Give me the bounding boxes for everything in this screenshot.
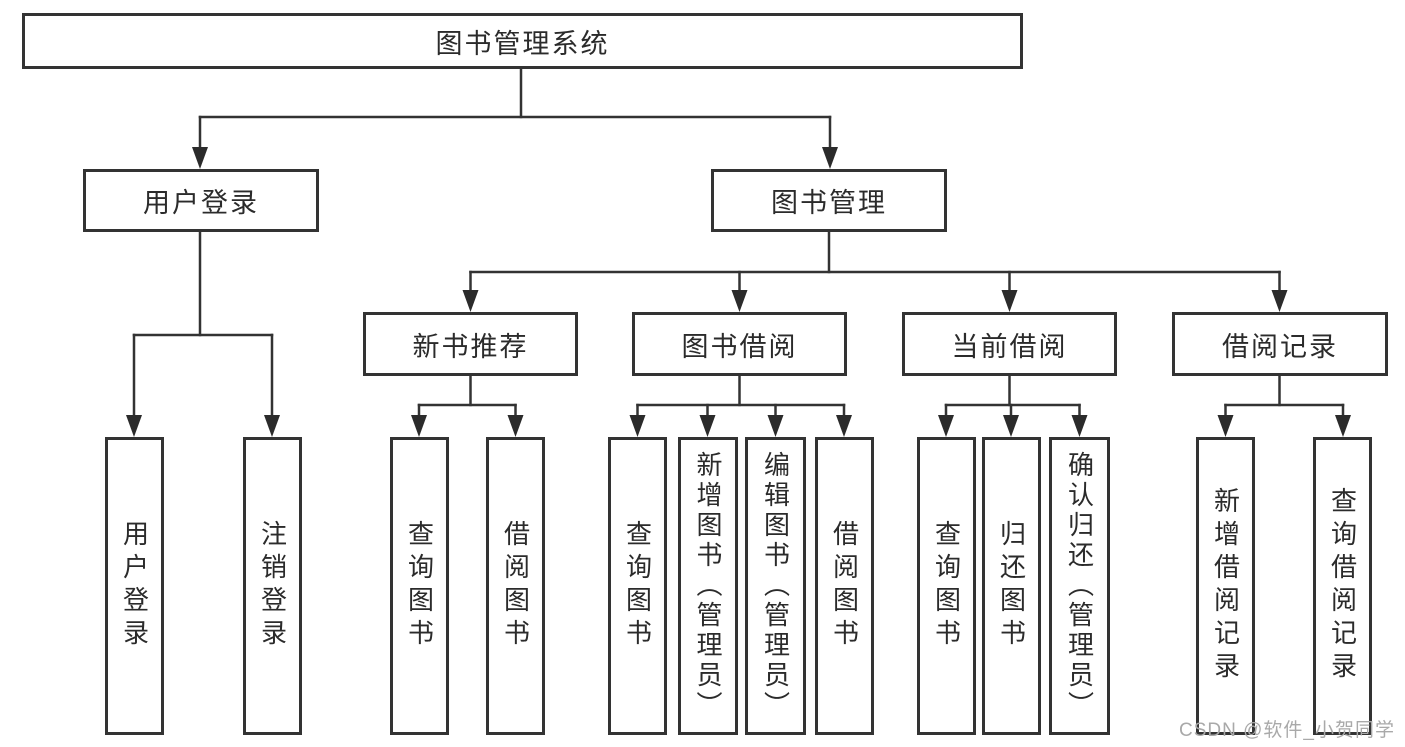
node-current-borrow-label: 当前借阅 bbox=[951, 331, 1068, 362]
node-user-login-label: 用户登录 bbox=[143, 188, 259, 218]
leaf-edit-books-admin-label: 编辑图书（管理员） bbox=[760, 451, 791, 721]
leaf-return-books-label: 归还图书 bbox=[996, 520, 1027, 652]
leaf-user-login: 用户登录 bbox=[105, 437, 164, 735]
leaf-logout: 注销登录 bbox=[243, 437, 302, 735]
leaf-edit-books-admin: 编辑图书（管理员） bbox=[745, 437, 806, 735]
leaf-borrow-query-books: 查询图书 bbox=[608, 437, 667, 735]
node-book-borrow-label: 图书借阅 bbox=[681, 331, 798, 362]
leaf-confirm-return-admin-label: 确认归还（管理员） bbox=[1064, 451, 1095, 721]
node-new-book-recommend: 新书推荐 bbox=[363, 312, 578, 376]
arrowheads bbox=[126, 147, 1351, 437]
leaf-return-books: 归还图书 bbox=[982, 437, 1041, 735]
node-book-management: 图书管理 bbox=[711, 169, 947, 232]
leaf-add-books-admin-label: 新增图书（管理员） bbox=[693, 451, 723, 721]
leaf-query-borrow-record: 查询借阅记录 bbox=[1313, 437, 1372, 735]
leaf-current-query-books-label: 查询图书 bbox=[931, 520, 962, 652]
node-root: 图书管理系统 bbox=[22, 13, 1023, 69]
csdn-watermark: CSDN @软件_小贺同学 bbox=[1179, 720, 1395, 741]
leaf-current-query-books: 查询图书 bbox=[917, 437, 976, 735]
leaf-borrow-query-books-label: 查询图书 bbox=[622, 520, 653, 652]
node-book-management-label: 图书管理 bbox=[771, 188, 887, 218]
node-new-book-recommend-label: 新书推荐 bbox=[412, 331, 529, 362]
leaf-logout-label: 注销登录 bbox=[257, 520, 288, 652]
node-borrow-records: 借阅记录 bbox=[1172, 312, 1388, 376]
node-book-borrow: 图书借阅 bbox=[632, 312, 847, 376]
node-borrow-records-label: 借阅记录 bbox=[1222, 331, 1338, 362]
leaf-add-borrow-record: 新增借阅记录 bbox=[1196, 437, 1255, 735]
leaf-recommend-borrow-books: 借阅图书 bbox=[486, 437, 545, 735]
leaf-borrow-books-label: 借阅图书 bbox=[829, 520, 860, 652]
leaf-recommend-borrow-books-label: 借阅图书 bbox=[500, 520, 531, 652]
node-root-label: 图书管理系统 bbox=[435, 28, 610, 59]
leaf-query-borrow-record-label: 查询借阅记录 bbox=[1327, 487, 1358, 685]
leaf-borrow-books: 借阅图书 bbox=[815, 437, 874, 735]
leaf-add-books-admin: 新增图书（管理员） bbox=[678, 437, 738, 735]
node-user-login: 用户登录 bbox=[83, 169, 319, 232]
leaf-recommend-query-books-label: 查询图书 bbox=[404, 520, 435, 652]
leaf-recommend-query-books: 查询图书 bbox=[390, 437, 449, 735]
leaf-add-borrow-record-label: 新增借阅记录 bbox=[1210, 487, 1241, 685]
leaf-user-login-label: 用户登录 bbox=[119, 520, 150, 652]
leaf-confirm-return-admin: 确认归还（管理员） bbox=[1049, 437, 1110, 735]
node-current-borrow: 当前借阅 bbox=[902, 312, 1117, 376]
